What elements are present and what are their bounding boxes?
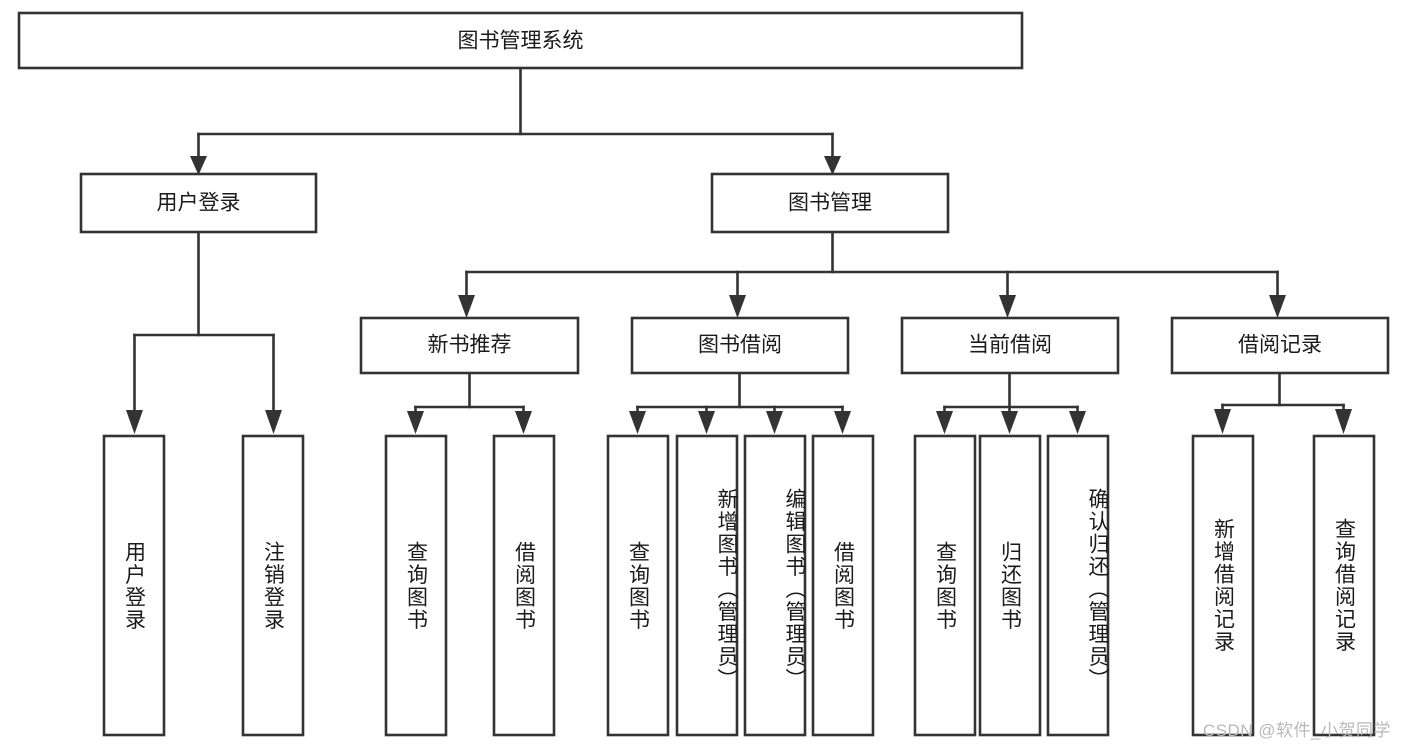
connector-layer — [126, 67, 1352, 434]
arrow-head-leaf-return-book — [1001, 411, 1018, 434]
node-new-book-recommend-box[interactable] — [359, 316, 580, 375]
arrow-head-user-login — [190, 156, 207, 175]
node-current-borrow[interactable]: 当前借阅 — [900, 316, 1120, 375]
arrow-head-leaf-logout-login — [265, 410, 282, 434]
node-leaf-confirm-return-admin-box[interactable] — [1046, 434, 1110, 737]
arrow-head-book-borrow — [729, 295, 746, 318]
arrow-head-leaf-confirm-return-admin — [1069, 411, 1086, 434]
node-leaf-edit-book-admin-box[interactable] — [743, 434, 807, 737]
node-current-borrow-label: 当前借阅 — [968, 334, 1052, 357]
arrow-head-leaf-borrow-book-1 — [515, 411, 532, 434]
arrow-head-current-borrow — [999, 295, 1016, 318]
node-user-login[interactable]: 用户登录 — [79, 172, 318, 234]
arrow-head-leaf-add-book-admin — [698, 411, 715, 434]
arrow-head-leaf-query-book-1 — [407, 411, 424, 434]
node-current-borrow-box[interactable] — [900, 316, 1120, 375]
arrow-head-borrow-record — [1269, 295, 1286, 318]
node-leaf-query-book-3-box[interactable] — [913, 434, 977, 737]
node-new-book-recommend[interactable]: 新书推荐 — [359, 316, 580, 375]
node-book-borrow-box[interactable] — [630, 316, 850, 375]
leaf-box-layer — [102, 434, 1376, 737]
node-leaf-add-borrow-record-box[interactable] — [1191, 434, 1255, 737]
arrow-head-book-management — [824, 156, 841, 175]
node-borrow-record[interactable]: 借阅记录 — [1170, 316, 1390, 375]
node-borrow-record-label: 借阅记录 — [1238, 334, 1322, 357]
node-book-management-label: 图书管理 — [788, 192, 872, 215]
node-leaf-user-login-box[interactable] — [102, 434, 166, 737]
node-leaf-query-book-2-box[interactable] — [606, 434, 670, 737]
node-leaf-return-book-box[interactable] — [978, 434, 1042, 737]
node-book-borrow[interactable]: 图书借阅 — [630, 316, 850, 375]
node-book-borrow-label: 图书借阅 — [698, 334, 782, 357]
node-leaf-borrow-book-1-box[interactable] — [492, 434, 556, 737]
csdn-watermark: CSDN @软件_小贺同学 — [1202, 721, 1391, 740]
node-root-label: 图书管理系统 — [458, 30, 584, 53]
node-leaf-add-book-admin-box[interactable] — [675, 434, 739, 737]
node-root[interactable]: 图书管理系统 — [17, 11, 1024, 70]
arrow-head-new-book-recommend — [458, 295, 475, 318]
node-root-box[interactable] — [17, 11, 1024, 70]
arrow-head-leaf-borrow-book-2 — [834, 411, 851, 434]
arrow-head-leaf-add-borrow-record — [1214, 409, 1231, 434]
node-leaf-borrow-book-2-box[interactable] — [811, 434, 875, 737]
node-leaf-query-book-1-box[interactable] — [384, 434, 448, 737]
node-borrow-record-box[interactable] — [1170, 316, 1390, 375]
node-book-management[interactable]: 图书管理 — [710, 172, 950, 234]
arrow-head-leaf-edit-book-admin — [766, 411, 783, 434]
arrow-head-leaf-query-book-2 — [629, 411, 646, 434]
node-new-book-recommend-label: 新书推荐 — [428, 334, 512, 357]
node-leaf-logout-login-box[interactable] — [241, 434, 305, 737]
node-user-login-box[interactable] — [79, 172, 318, 234]
node-user-login-label: 用户登录 — [157, 192, 241, 215]
arrow-head-leaf-query-book-3 — [936, 411, 953, 434]
arrow-head-leaf-user-login — [126, 410, 143, 434]
node-book-management-box[interactable] — [710, 172, 950, 234]
node-leaf-query-borrow-record-box[interactable] — [1312, 434, 1376, 737]
arrow-head-leaf-query-borrow-record — [1335, 409, 1352, 434]
